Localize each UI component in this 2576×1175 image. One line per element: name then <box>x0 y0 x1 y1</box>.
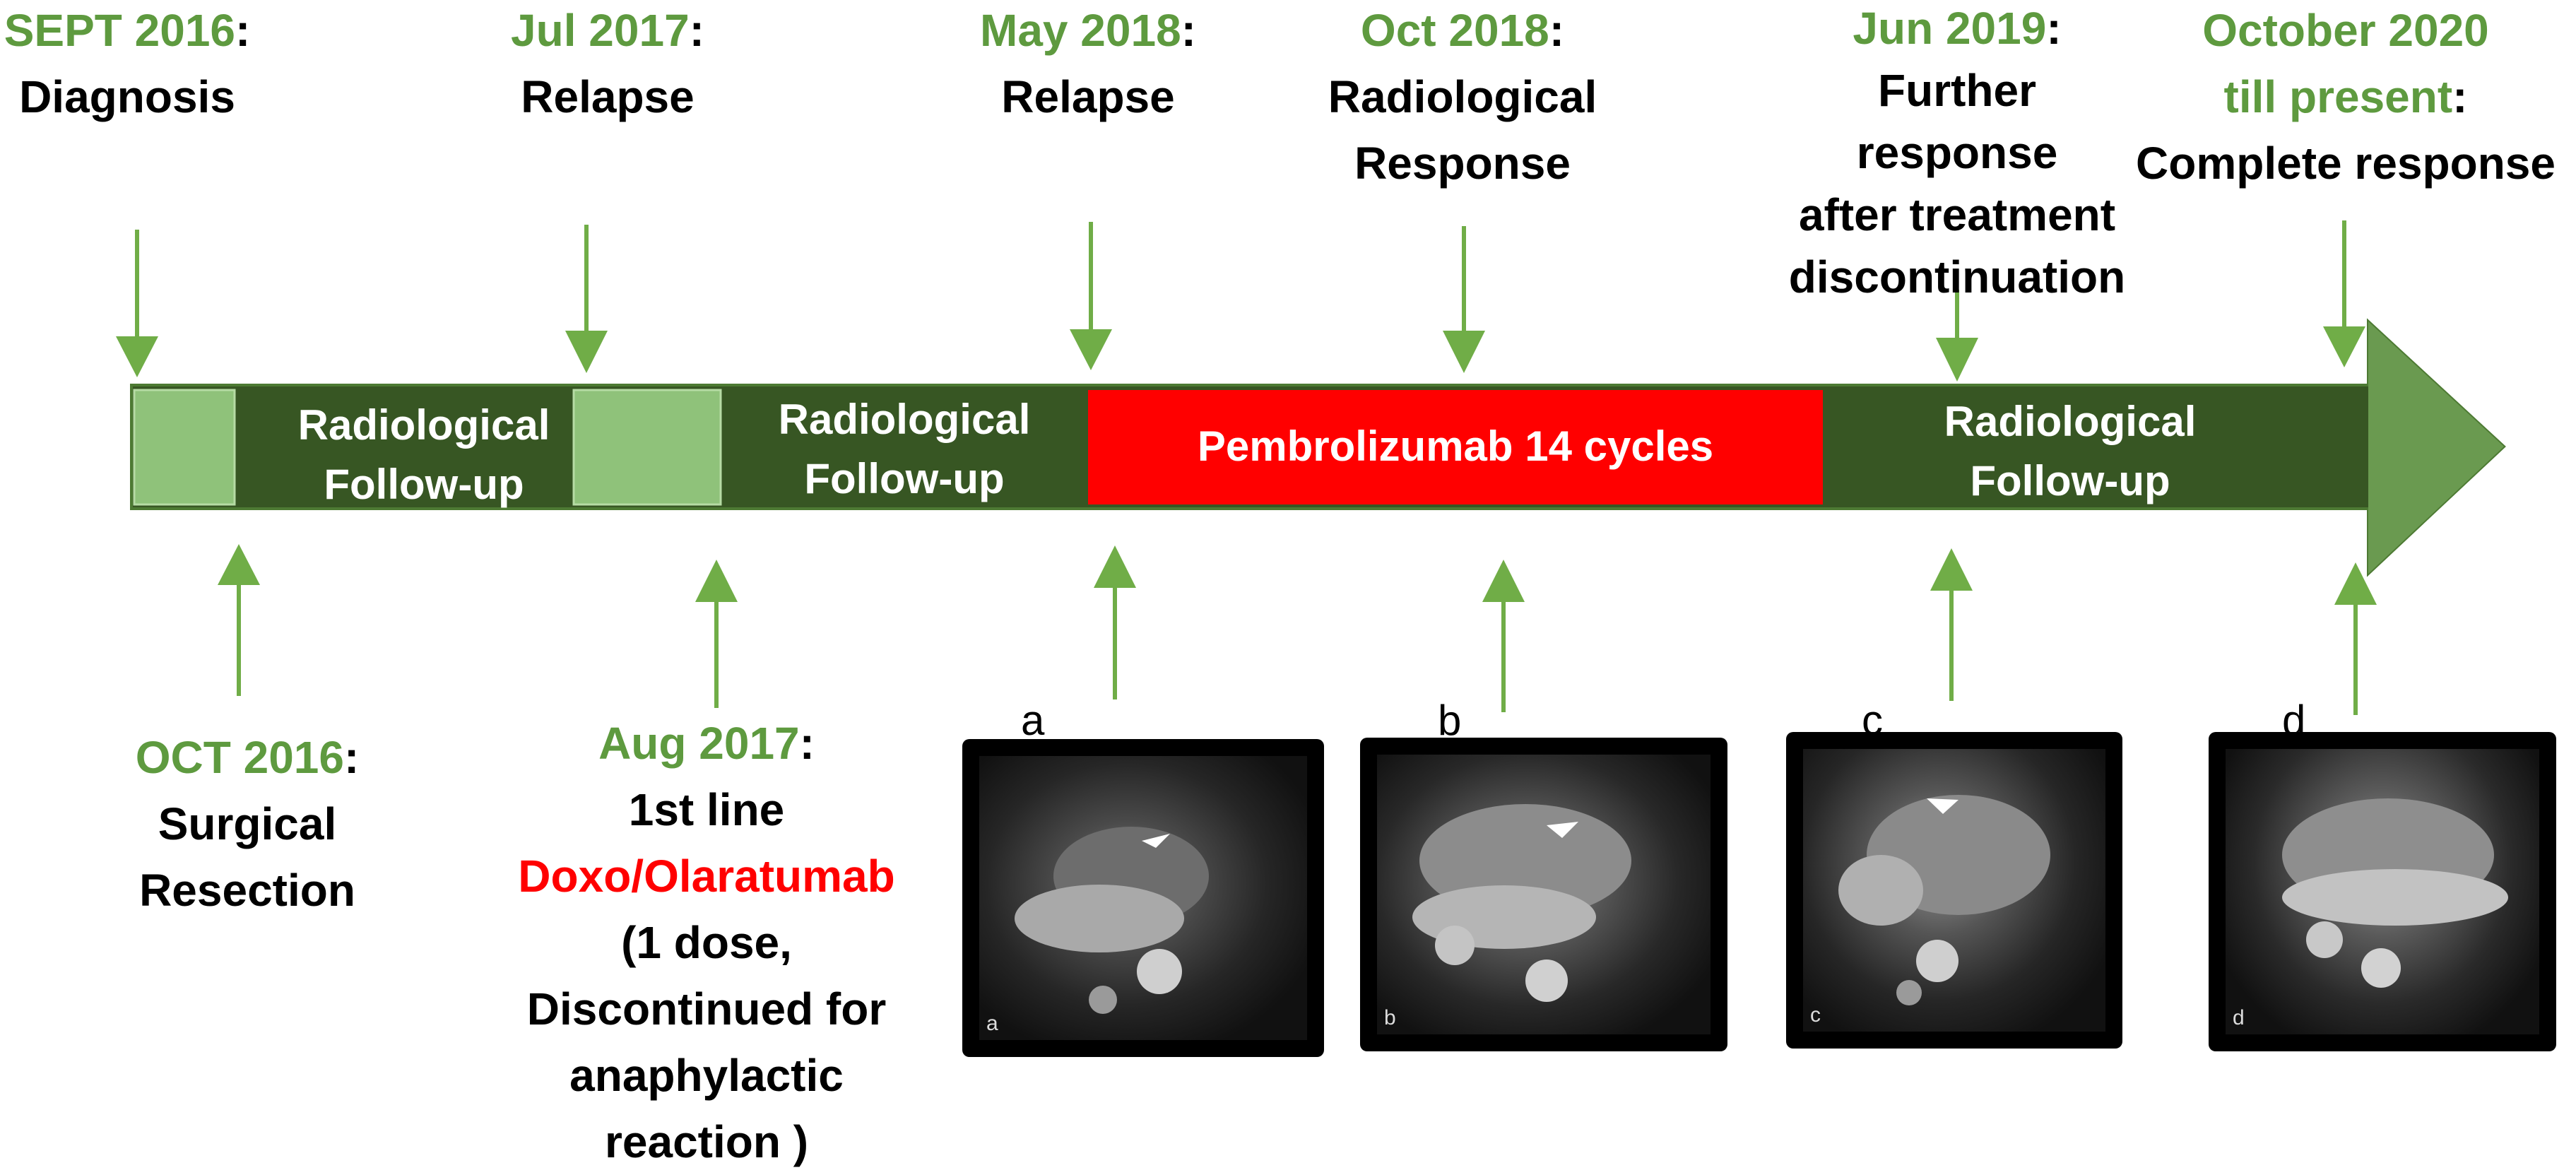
panel-corner-letter: d <box>2233 1006 2245 1029</box>
mri-illustration <box>1412 804 1631 1002</box>
down-arrow-4-head <box>1443 331 1485 373</box>
panel-corner-letter: a <box>986 1012 998 1035</box>
event-text: Relapse <box>1001 71 1175 122</box>
event-date: Jun 2019 <box>1853 3 2047 54</box>
segment-label-line: Pembrolizumab 14 cycles <box>1197 423 1714 470</box>
timeline-arrow-head <box>2368 321 2504 574</box>
event-text: Complete response <box>2136 138 2556 189</box>
event-date: May 2018 <box>980 5 1181 56</box>
down-arrow-2-head <box>565 331 608 373</box>
event-box-diagnosis <box>133 389 236 506</box>
event-text: Radiological <box>1328 71 1597 122</box>
event-date: Aug 2017 <box>598 718 800 769</box>
up-arrow-5-head <box>1930 548 1973 591</box>
panel-corner-letter: c <box>1810 1003 1821 1027</box>
event-date: October 2020 <box>2202 5 2489 56</box>
segment-label-line: Radiological <box>778 396 1031 443</box>
segment-label-follow-up-3: Radiological Follow-up <box>1893 392 2247 511</box>
down-arrow-5-head <box>1936 338 1978 382</box>
event-date: Oct 2018 <box>1360 5 1549 56</box>
mri-image-b: b <box>1360 738 1727 1051</box>
mri-illustration <box>1015 827 1209 1014</box>
up-arrow-3-head <box>1094 545 1136 588</box>
event-note: reaction ) <box>604 1116 809 1167</box>
segment-label-line: Radiological <box>1944 398 2197 445</box>
panel-letter-a: a <box>1021 697 1045 744</box>
event-further-response: Jun 2019: Further response after treatme… <box>1752 0 2162 308</box>
up-arrow-2-head <box>695 560 738 602</box>
event-text: Relapse <box>521 71 695 122</box>
event-radiological-response: Oct 2018: Radiological Response <box>1314 0 1611 196</box>
event-text: Resection <box>139 865 355 916</box>
event-treatment: Doxo/Olaratumab <box>518 851 895 902</box>
event-complete-response: October 2020 till present: Complete resp… <box>2120 0 2572 196</box>
panel-corner-letter: b <box>1384 1006 1396 1029</box>
segment-label-line: Follow-up <box>804 455 1005 502</box>
event-date: Jul 2017 <box>511 5 690 56</box>
panel-letter-b: b <box>1438 697 1462 744</box>
event-note: Discontinued for <box>526 984 887 1034</box>
up-arrow-1-head <box>218 544 260 585</box>
segment-label-follow-up-1: Radiological Follow-up <box>254 396 593 514</box>
event-text: Surgical <box>158 798 337 849</box>
event-note: anaphylactic <box>569 1050 844 1101</box>
up-arrow-6-head <box>2334 562 2377 605</box>
down-arrow-3-head <box>1070 329 1112 370</box>
event-diagnosis: SEPT 2016: Diagnosis <box>0 0 254 130</box>
mri-image-c: c <box>1786 732 2122 1049</box>
mri-image-d: d <box>2209 732 2556 1051</box>
event-text: Diagnosis <box>19 71 235 122</box>
event-text: Response <box>1354 138 1571 189</box>
event-relapse-2018: May 2018: Relapse <box>954 0 1222 130</box>
down-arrow-6-head <box>2323 326 2365 367</box>
event-text: response <box>1856 127 2058 178</box>
segment-label-follow-up-2: Radiological Follow-up <box>728 390 1081 509</box>
segment-label-line: Follow-up <box>1970 457 2170 504</box>
event-date: OCT 2016 <box>135 732 344 783</box>
event-relapse-2017: Jul 2017: Relapse <box>480 0 735 130</box>
mri-illustration <box>1838 795 2050 1005</box>
down-arrow-1-head <box>116 336 158 377</box>
segment-label-pembrolizumab: Pembrolizumab 14 cycles <box>1088 417 1823 476</box>
event-first-line: Aug 2017: 1st line Doxo/Olaratumab (1 do… <box>495 710 918 1175</box>
event-text: after treatment <box>1798 189 2116 240</box>
pembrolizumab-segment <box>1088 390 1823 504</box>
event-text: discontinuation <box>1788 252 2126 302</box>
mri-illustration <box>2282 798 2508 988</box>
event-date: till present <box>2223 71 2453 122</box>
event-box-relapse <box>572 389 722 506</box>
event-text: Further <box>1878 65 2036 116</box>
event-text: 1st line <box>628 784 785 835</box>
up-arrow-4-head <box>1482 560 1525 602</box>
event-note: (1 dose, <box>621 917 792 968</box>
segment-label-line: Follow-up <box>324 461 524 508</box>
event-date: SEPT 2016 <box>4 5 235 56</box>
segment-label-line: Radiological <box>297 401 550 449</box>
event-surgical-resection: OCT 2016: Surgical Resection <box>106 724 389 923</box>
mri-image-a: a <box>962 739 1324 1057</box>
